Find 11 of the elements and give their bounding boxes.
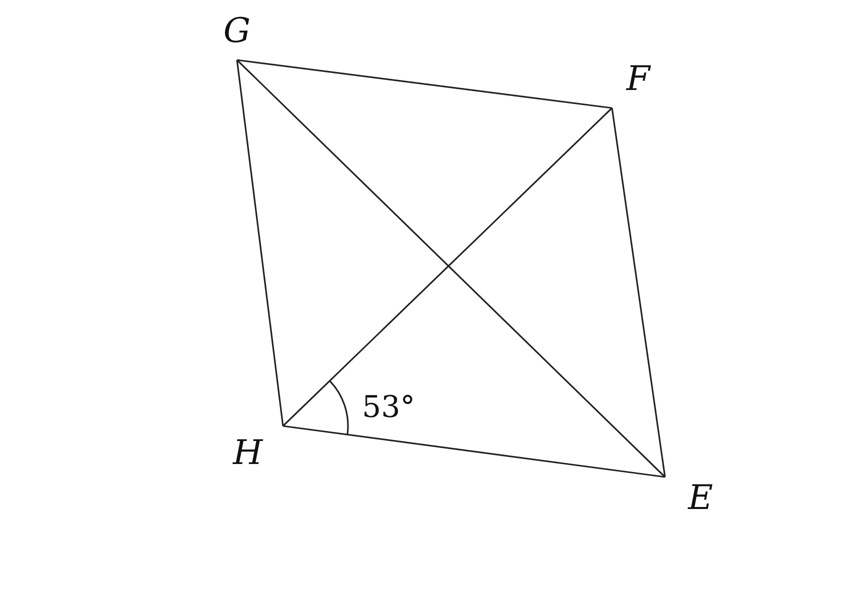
line-segment — [236, 59, 612, 109]
vertex-label: F — [612, 62, 650, 108]
angle-label: 53° — [362, 393, 416, 423]
line-segment — [611, 108, 666, 478]
line-segment — [282, 107, 613, 427]
vertex-label: E — [665, 477, 713, 515]
line-segment — [236, 59, 666, 478]
vertex-label: G — [220, 14, 254, 60]
line-segment — [282, 425, 666, 478]
line-segment — [236, 60, 284, 426]
vertex-label: H — [233, 426, 283, 470]
